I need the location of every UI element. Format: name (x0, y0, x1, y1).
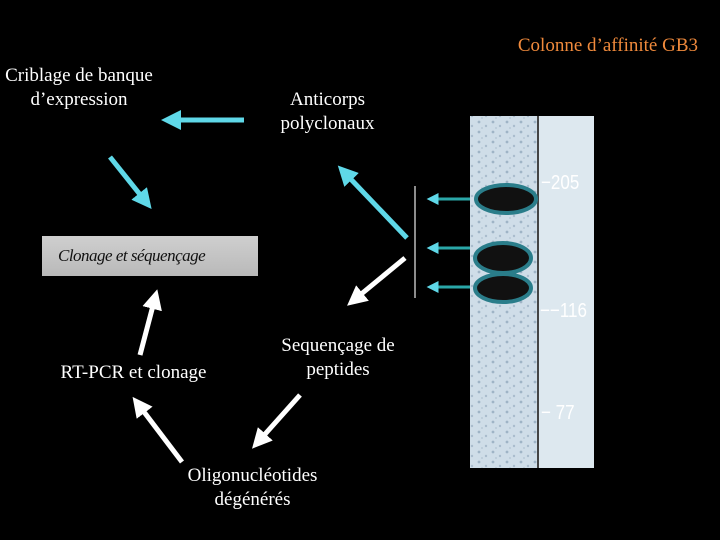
arrow-criblage-to-clonage (108, 155, 152, 210)
node-anticorps: Anticorps polyclonaux (280, 89, 375, 134)
arrow-rtpcr-to-clonage (137, 289, 162, 356)
node-criblage: Criblage de banque d’expression (5, 65, 153, 110)
arrow-oligo-to-rtpcr (132, 396, 184, 464)
slide-title: Colonne d’affinité GB3 (517, 35, 698, 56)
node-clonage-box (42, 236, 258, 276)
marker-label-116: −−116 (540, 300, 587, 322)
node-clonage: Clonage et séquençage (58, 246, 206, 265)
node-sequencage: Sequençage de peptides (281, 335, 395, 380)
gel-band-1 (474, 183, 538, 215)
node-oligo: Oligonucléotides dégénérés (187, 465, 318, 510)
marker-label-77: − 77 (541, 402, 575, 424)
arrow-gel-to-anticorps (337, 165, 409, 240)
marker-label-205: −205 (541, 172, 580, 194)
node-rtpcr: RT-PCR et clonage (60, 362, 207, 383)
arrow-sequencage-to-oligo (252, 393, 302, 449)
gel-band-3 (473, 272, 533, 304)
arrow-gel-to-sequencage (347, 256, 407, 306)
marker-lane (538, 116, 594, 468)
